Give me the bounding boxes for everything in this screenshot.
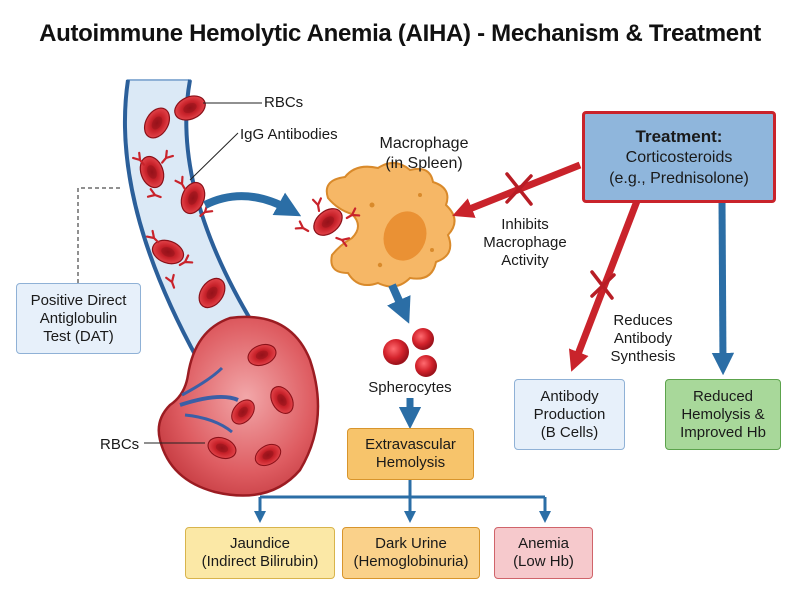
label-spherocytes: Spherocytes (352, 379, 468, 397)
treatment-box: Treatment: Corticosteroids (e.g., Predni… (582, 111, 776, 203)
box-line: Extravascular (365, 436, 456, 453)
treatment-line: Corticosteroids (625, 148, 733, 166)
arrow-treatment-to-reduced (711, 200, 735, 376)
label-text: Activity (501, 252, 549, 269)
treatment-title: Treatment: (635, 126, 723, 146)
box-line: Anemia (518, 535, 569, 552)
label-reduces-antibody: Reduces Antibody Synthesis (598, 312, 688, 366)
jaundice-box: Jaundice (Indirect Bilirubin) (185, 527, 335, 579)
inhibit-cross-icon (590, 270, 616, 300)
box-line: Dark Urine (375, 535, 447, 552)
page-title: Autoimmune Hemolytic Anemia (AIHA) - Mec… (39, 20, 761, 47)
label-rbcs-vessel: RBCs (264, 94, 303, 112)
inhibit-cross-icon (505, 172, 533, 206)
label-text: Synthesis (610, 348, 676, 365)
label-text: Inhibits (501, 216, 549, 233)
box-line: Antiglobulin (39, 309, 118, 327)
label-text: RBCs (100, 436, 140, 453)
dat-box: Positive Direct Antiglobulin Test (DAT) (16, 283, 141, 354)
label-text: (in Spleen) (385, 155, 463, 172)
arrow-macrophage-to-spherocytes (387, 283, 411, 324)
box-line: Test (DAT) (43, 327, 114, 345)
extravascular-hemolysis-box: Extravascular Hemolysis (347, 428, 474, 480)
box-line: (Indirect Bilirubin) (201, 553, 319, 570)
box-line: (B Cells) (540, 423, 599, 441)
reduced-hemolysis-box: Reduced Hemolysis & Improved Hb (665, 379, 781, 450)
treatment-line: (e.g., Prednisolone) (609, 169, 749, 187)
label-igg-antibodies: IgG Antibodies (240, 126, 338, 144)
spherocyte (412, 328, 434, 350)
label-inhibits-macrophage: Inhibits Macrophage Activity (478, 216, 572, 270)
label-text: Macrophage (379, 135, 469, 152)
box-line: Reduced (692, 387, 754, 405)
dark-urine-box: Dark Urine (Hemoglobinuria) (342, 527, 480, 579)
spherocyte (415, 355, 437, 377)
box-line: (Low Hb) (513, 553, 574, 570)
box-line: Positive Direct (30, 291, 127, 309)
label-text: Macrophage (483, 234, 567, 251)
spherocyte (383, 339, 409, 365)
macrophage-nucleus (383, 211, 427, 261)
anemia-box: Anemia (Low Hb) (494, 527, 593, 579)
box-line: Jaundice (229, 535, 291, 552)
label-text: Antibody (613, 330, 673, 347)
label-text: RBCs (264, 94, 304, 111)
box-line: (Hemoglobinuria) (353, 553, 469, 570)
arrow-vessel-to-macrophage (203, 192, 302, 217)
label-text: Spherocytes (368, 379, 452, 396)
box-line: Antibody (540, 387, 599, 405)
box-line: Improved Hb (680, 423, 766, 441)
label-rbcs-spleen: RBCs (100, 436, 139, 454)
label-macrophage: Macrophage (in Spleen) (360, 134, 488, 174)
box-line: Production (533, 405, 606, 423)
box-line: Hemolysis (375, 454, 446, 471)
box-line: Hemolysis & (681, 405, 765, 423)
label-text: IgG Antibodies (240, 126, 338, 143)
antibody-production-box: Antibody Production (B Cells) (514, 379, 625, 450)
branch-connector (260, 480, 545, 499)
label-text: Reduces (613, 312, 673, 329)
